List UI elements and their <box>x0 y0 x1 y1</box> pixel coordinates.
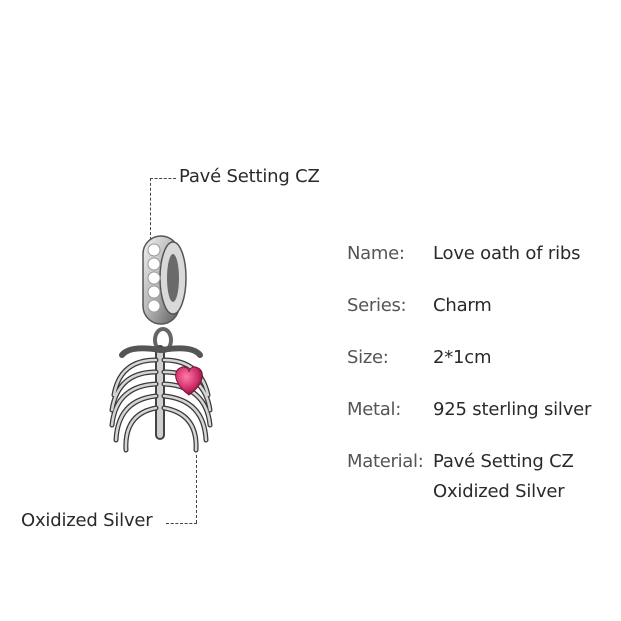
callout-bottom-line-h <box>166 523 197 524</box>
callout-oxidized-silver: Oxidized Silver <box>21 510 153 531</box>
spec-value: Pavé Setting CZ Oxidized Silver <box>433 451 574 502</box>
spec-value: 2*1cm <box>433 347 492 368</box>
spec-value: Charm <box>433 295 492 316</box>
bail-ring <box>142 235 187 325</box>
spec-value: Love oath of ribs <box>433 243 581 264</box>
spec-value: 925 sterling silver <box>433 399 592 420</box>
spec-row-name: Name: Love oath of ribs <box>347 242 591 272</box>
callout-top-line-h <box>150 178 176 179</box>
spec-key: Name: <box>347 243 405 264</box>
callout-bottom-line-v <box>196 455 197 523</box>
spec-key: Series: <box>347 295 407 316</box>
heart-gem <box>175 366 203 396</box>
spec-row-size: Size: 2*1cm <box>347 346 591 376</box>
spec-key: Metal: <box>347 399 401 420</box>
spec-row-series: Series: Charm <box>347 294 591 324</box>
spec-key: Material: <box>347 451 424 472</box>
spec-row-material: Material: Pavé Setting CZ Oxidized Silve… <box>347 450 591 510</box>
ribcage <box>109 345 213 453</box>
spec-row-metal: Metal: 925 sterling silver <box>347 398 591 428</box>
callout-pave-setting: Pavé Setting CZ <box>179 166 320 187</box>
ribcage-charm-image <box>109 235 213 453</box>
spec-key: Size: <box>347 347 389 368</box>
product-specs: Name: Love oath of ribs Series: Charm Si… <box>347 242 591 532</box>
callout-top-line-v <box>150 178 151 240</box>
